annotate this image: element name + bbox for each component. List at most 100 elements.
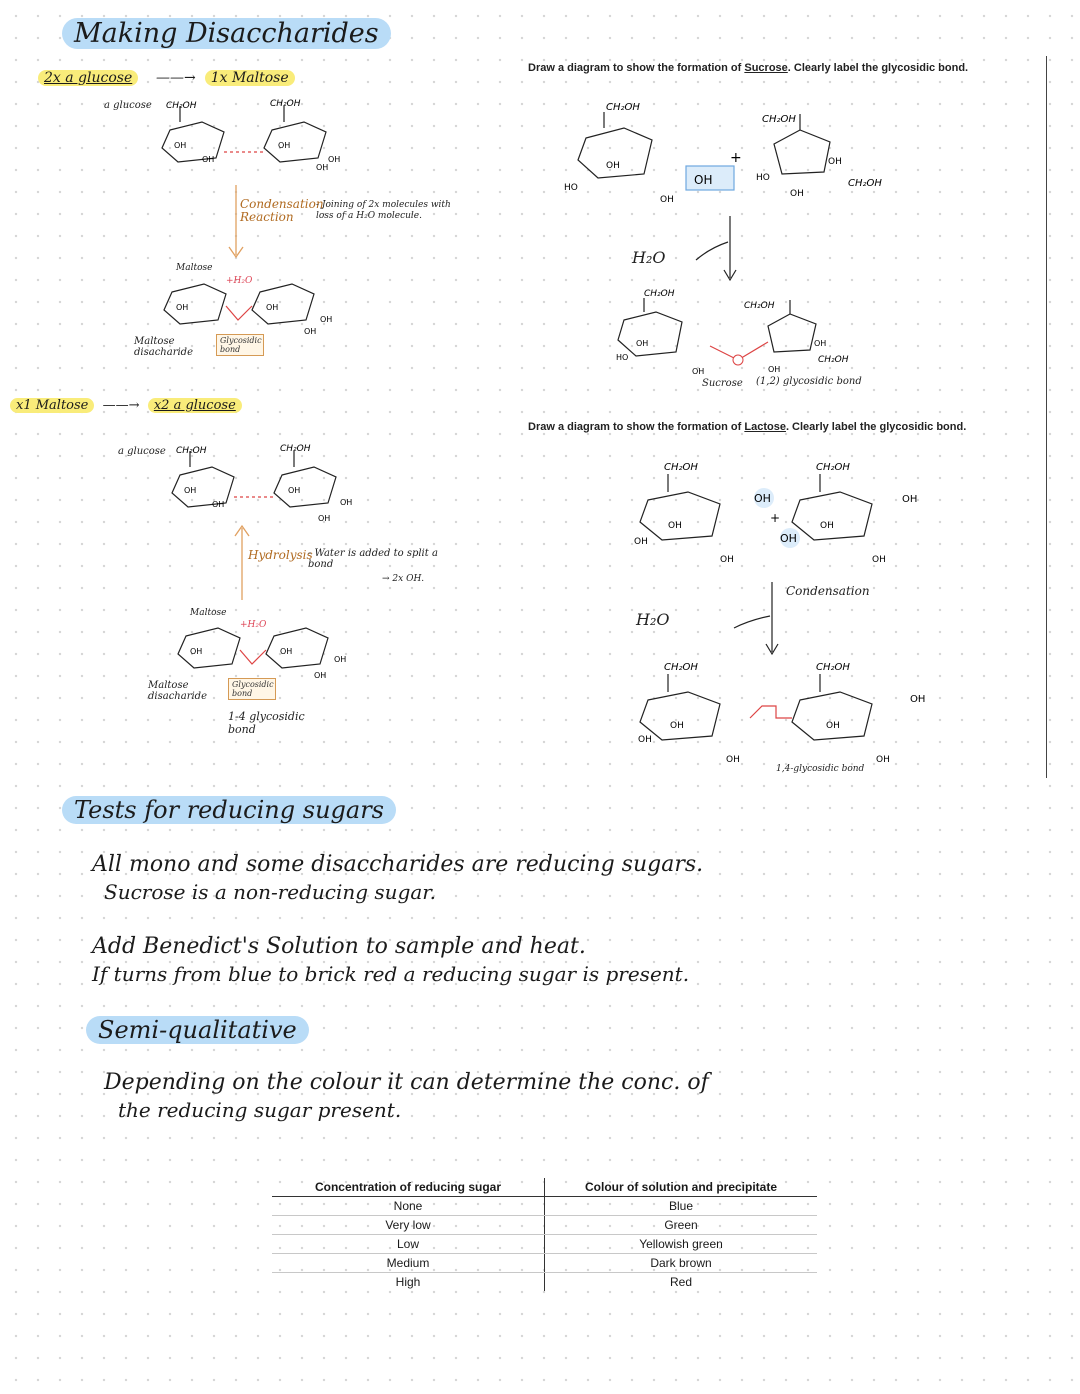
svg-text:OH: OH xyxy=(754,492,771,505)
svg-text:OH: OH xyxy=(660,195,674,205)
sucrose-bond-label: (1,2) glycosidic bond xyxy=(756,376,862,387)
svg-text:OH: OH xyxy=(202,155,214,164)
water-label-1: +H₂O xyxy=(226,276,253,286)
svg-text:HO: HO xyxy=(756,173,770,183)
table-cell: Green xyxy=(544,1215,817,1235)
sucrose-result-label: Sucrose xyxy=(702,378,743,389)
tests-line-4: If turns from blue to brick red a reduci… xyxy=(92,962,690,986)
page-title: Making Disaccharides xyxy=(62,18,391,49)
column-header: Concentration of reducing sugar xyxy=(272,1178,545,1197)
concentration-colour-table: Concentration of reducing sugar Colour o… xyxy=(272,1178,817,1291)
svg-text:OH: OH xyxy=(828,157,842,167)
svg-text:OH: OH xyxy=(668,521,682,531)
table-cell: Yellowish green xyxy=(544,1234,817,1254)
svg-text:CH₂OH: CH₂OH xyxy=(166,101,197,111)
up-arrow-2 xyxy=(234,524,250,600)
tests-line-5: Depending on the colour it can determine… xyxy=(104,1070,709,1095)
svg-text:OH: OH xyxy=(638,735,652,745)
svg-text:CH₂OH: CH₂OH xyxy=(744,301,775,311)
svg-text:OH: OH xyxy=(694,173,712,187)
svg-text:OH: OH xyxy=(670,721,684,731)
maltose-disaccharide-label-1: Maltose disacharide xyxy=(134,336,193,358)
svg-text:OH: OH xyxy=(328,155,340,164)
svg-text:OH: OH xyxy=(278,141,290,150)
down-arrow-1 xyxy=(228,185,244,259)
tests-line-2: Sucrose is a non-reducing sugar. xyxy=(104,880,437,904)
svg-text:OH: OH xyxy=(634,537,648,547)
svg-text:OH: OH xyxy=(692,367,704,376)
svg-text:OH: OH xyxy=(190,647,202,656)
svg-text:CH₂OH: CH₂OH xyxy=(270,99,301,109)
svg-text:OH: OH xyxy=(720,555,734,565)
step2-equation: x1 Maltose ——→ x2 a glucose xyxy=(10,398,242,413)
hydrolysis-extra: → 2x OH. xyxy=(382,574,425,584)
svg-text:OH: OH xyxy=(902,494,917,505)
condensation-label-q2: Condensation xyxy=(786,584,870,598)
maltose-top-label-2: Maltose xyxy=(190,608,227,618)
glucose-label-2: a glucose xyxy=(118,446,166,457)
question-lactose: Draw a diagram to show the formation of … xyxy=(528,421,967,433)
svg-text:CH₂OH: CH₂OH xyxy=(644,289,675,299)
svg-text:OH: OH xyxy=(606,161,620,171)
table-header-row: Concentration of reducing sugar Colour o… xyxy=(272,1178,817,1197)
table-cell: High xyxy=(272,1272,545,1291)
svg-text:OH: OH xyxy=(174,141,186,150)
svg-text:OH: OH xyxy=(872,555,886,565)
glycosidic-bond-box-1: Glycosidic bond xyxy=(216,334,264,356)
svg-text:OH: OH xyxy=(318,514,330,523)
svg-text:OH: OH xyxy=(814,339,826,348)
svg-text:OH: OH xyxy=(726,755,740,765)
svg-text:CH₂OH: CH₂OH xyxy=(848,178,882,189)
svg-text:OH: OH xyxy=(826,721,840,731)
question-frame xyxy=(1046,56,1047,778)
svg-text:OH: OH xyxy=(820,521,834,531)
svg-text:CH₂OH: CH₂OH xyxy=(816,662,850,673)
svg-text:HO: HO xyxy=(564,183,578,193)
svg-text:OH: OH xyxy=(320,315,332,324)
svg-text:CH₂OH: CH₂OH xyxy=(762,114,796,125)
step1-equation: 2x a glucose ——→ 1x Maltose xyxy=(38,70,295,86)
table-cell: Very low xyxy=(272,1215,545,1235)
table-cell: Medium xyxy=(272,1253,545,1273)
table-cell: None xyxy=(272,1196,545,1216)
lactose-bond-label: 1,4-glycosidic bond xyxy=(776,764,865,774)
svg-text:OH: OH xyxy=(340,498,352,507)
svg-text:OH: OH xyxy=(876,755,890,765)
table-cell: Blue xyxy=(544,1196,817,1216)
svg-text:OH: OH xyxy=(768,365,780,374)
column-header: Colour of solution and precipitate xyxy=(544,1178,817,1197)
condensation-description: - Joining of 2x molecules with loss of a… xyxy=(316,200,451,221)
tests-line-6: the reducing sugar present. xyxy=(118,1098,402,1122)
svg-text:CH₂OH: CH₂OH xyxy=(664,462,698,473)
bond-note: 1-4 glycosidic bond xyxy=(228,710,305,736)
svg-text:HO: HO xyxy=(616,353,628,362)
hydrolysis-label: Hydrolysis xyxy=(248,548,313,562)
svg-text:OH: OH xyxy=(304,327,316,336)
svg-text:OH: OH xyxy=(314,671,326,680)
svg-text:OH: OH xyxy=(334,655,346,664)
tests-line-1: All mono and some disaccharides are redu… xyxy=(92,852,704,877)
table-cell: Dark brown xyxy=(544,1253,817,1273)
semi-qualitative-heading: Semi-qualitative xyxy=(86,1016,309,1044)
glucose-label-1: a glucose xyxy=(104,100,152,111)
svg-text:CH₂OH: CH₂OH xyxy=(176,446,207,456)
svg-text:OH: OH xyxy=(910,694,925,705)
svg-text:+: + xyxy=(770,511,780,525)
maltose-top-label: Maltose xyxy=(176,263,213,273)
svg-text:OH: OH xyxy=(780,532,797,545)
table-row: High Red xyxy=(272,1272,817,1291)
svg-text:OH: OH xyxy=(790,189,804,199)
water-label-q2: H₂O xyxy=(636,610,670,629)
table-cell: Red xyxy=(669,1275,692,1289)
svg-text:OH: OH xyxy=(636,339,648,348)
